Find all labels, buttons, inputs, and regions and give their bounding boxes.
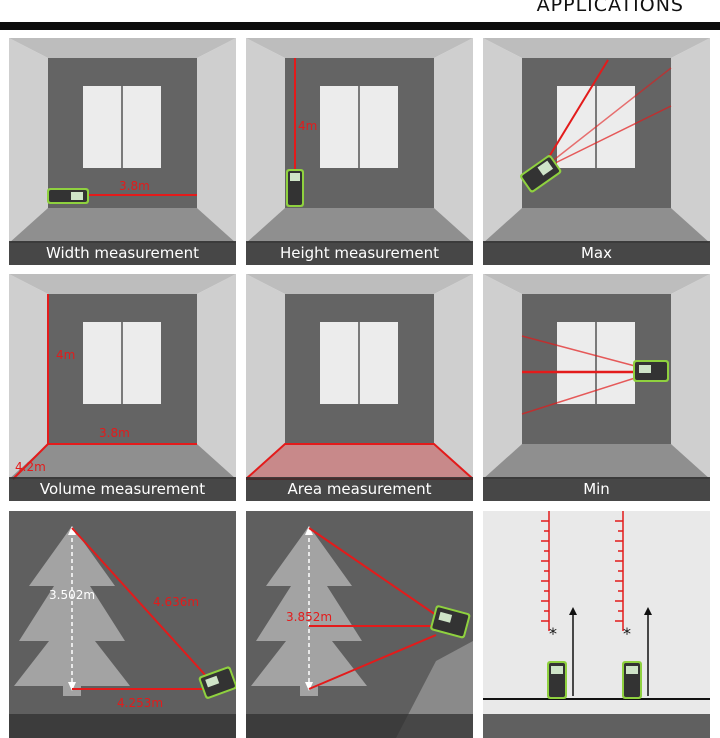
- tile-volume-measurement: 4m 3.8m 4.2m Volume measurement: [9, 274, 236, 501]
- tree2-height-label: 3.852m: [286, 610, 332, 624]
- volume-height-label: 4m: [56, 348, 75, 362]
- caption-tree-2: [246, 714, 473, 738]
- volume-width-label: 3.8m: [99, 426, 130, 440]
- ruler-left: [541, 511, 550, 631]
- caption-max: Max: [483, 241, 710, 265]
- ruler-right: [615, 511, 624, 631]
- tile-height-measurement: 4m Height measurement: [246, 38, 473, 265]
- tile-stakeout: * *: [483, 511, 710, 738]
- asterisk-icon: *: [623, 624, 631, 643]
- laser-meter-device-icon: [519, 155, 562, 193]
- laser-meter-device-icon: [547, 661, 567, 699]
- tile-max: Max: [483, 38, 710, 265]
- tile-tree-pythagoras: 3.502m 4.636m 4.253m: [9, 511, 236, 738]
- caption-stakeout: [483, 714, 710, 738]
- laser-meter-device-icon: [622, 661, 642, 699]
- tile-min: Min: [483, 274, 710, 501]
- tile-tree-two-point: 3.852m: [246, 511, 473, 738]
- laser-meter-device-icon: [633, 360, 669, 382]
- caption-area: Area measurement: [246, 477, 473, 501]
- page-heading: APPLICATIONS: [536, 0, 684, 16]
- asterisk-icon: *: [549, 624, 557, 643]
- caption-height: Height measurement: [246, 241, 473, 265]
- height-label: 4m: [298, 119, 317, 133]
- caption-tree-1: [9, 714, 236, 738]
- tile-area-measurement: Area measurement: [246, 274, 473, 501]
- volume-depth-label: 4.2m: [15, 460, 46, 474]
- heading-divider: [0, 22, 720, 30]
- laser-meter-device-icon: [430, 605, 471, 639]
- tree-base-label: 4.253m: [117, 696, 163, 710]
- width-label: 3.8m: [119, 179, 150, 193]
- laser-meter-device-icon: [286, 169, 304, 207]
- laser-meter-device-icon: [198, 666, 236, 699]
- tree-hypotenuse-label: 4.636m: [153, 595, 199, 609]
- caption-min: Min: [483, 477, 710, 501]
- tile-width-measurement: 3.8m Width measurement: [9, 38, 236, 265]
- caption-volume: Volume measurement: [9, 477, 236, 501]
- laser-meter-device-icon: [47, 188, 89, 204]
- caption-width: Width measurement: [9, 241, 236, 265]
- tree-height-label: 3.502m: [49, 588, 95, 602]
